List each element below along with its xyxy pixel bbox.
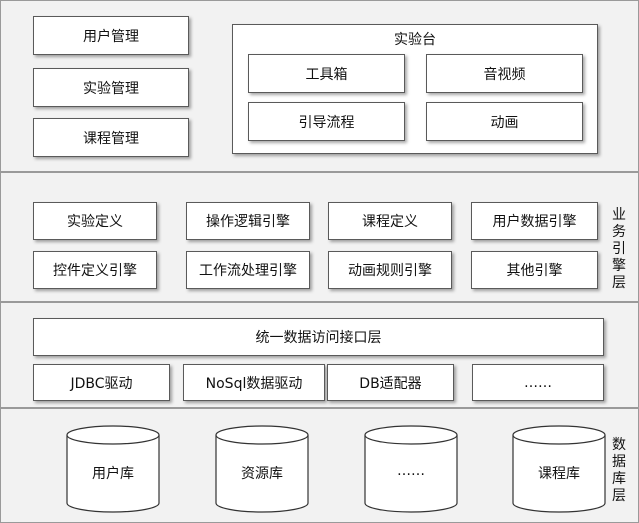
engine-label: 其他引擎 <box>506 263 563 279</box>
workbench-item-label: 工具箱 <box>305 66 348 83</box>
engine-operation-logic: 操作逻辑引擎 <box>186 202 310 240</box>
data-access-layer: 统一数据访问接口层 JDBC驱动 NoSql数据驱动 DB适配器 …… <box>0 302 639 408</box>
engine-label: 控件定义引擎 <box>53 263 137 279</box>
module-course-management: 课程管理 <box>33 118 189 157</box>
engine-label: 课程定义 <box>362 214 418 230</box>
engine-control-definition: 控件定义引擎 <box>33 251 157 289</box>
business-engine-layer: 实验定义 操作逻辑引擎 课程定义 用户数据引擎 控件定义引擎 工作流处理引擎 动… <box>0 172 639 302</box>
workbench-item-label: 动画 <box>490 114 519 131</box>
engine-animation-rules: 动画规则引擎 <box>328 251 452 289</box>
database-cylinder-icon <box>66 425 160 513</box>
driver-nosql: NoSql数据驱动 <box>183 364 325 401</box>
database-label: 用户库 <box>92 466 134 482</box>
module-label: 实验管理 <box>83 80 139 97</box>
engine-course-definition: 课程定义 <box>328 202 452 240</box>
database-label: 课程库 <box>538 466 580 482</box>
module-label: 课程管理 <box>83 130 139 147</box>
engine-label: 动画规则引擎 <box>348 263 432 279</box>
driver-more: …… <box>472 364 604 401</box>
workbench-item-label: 音视频 <box>483 66 526 83</box>
module-user-management: 用户管理 <box>33 16 189 55</box>
module-label: 用户管理 <box>83 28 139 45</box>
database-cylinder-icon <box>512 425 606 513</box>
driver-label: NoSql数据驱动 <box>205 375 303 392</box>
engine-label: 操作逻辑引擎 <box>206 214 290 230</box>
driver-db-adapter: DB适配器 <box>327 364 454 401</box>
driver-label: DB适配器 <box>359 375 422 392</box>
database-course: 课程库 <box>512 425 606 513</box>
engine-workflow-processing: 工作流处理引擎 <box>186 251 310 289</box>
workbench-item-animation: 动画 <box>426 102 583 141</box>
database-layer-label: 数据库层 <box>612 437 626 504</box>
database-cylinder-icon <box>215 425 309 513</box>
engine-label: 用户数据引擎 <box>492 214 577 230</box>
engine-label: 实验定义 <box>67 214 123 230</box>
engine-experiment-definition: 实验定义 <box>33 202 157 240</box>
workbench-frame: 实验台 工具箱 音视频 引导流程 动画 <box>232 24 598 154</box>
engine-layer-label: 业务引擎层 <box>612 207 626 291</box>
module-experiment-management: 实验管理 <box>33 68 189 107</box>
database-user: 用户库 <box>66 425 160 513</box>
driver-jdbc: JDBC驱动 <box>33 364 170 401</box>
application-layer: 用户管理 实验管理 课程管理 实验台 工具箱 音视频 引导流程 动画 <box>0 0 639 172</box>
workbench-item-label: 引导流程 <box>298 114 355 131</box>
workbench-item-guide-flow: 引导流程 <box>248 102 405 141</box>
engine-other: 其他引擎 <box>471 251 598 289</box>
unified-data-access-interface: 统一数据访问接口层 <box>33 318 604 356</box>
engine-user-data: 用户数据引擎 <box>471 202 598 240</box>
database-layer: 用户库 资源库 …… 课程库 数据库层 <box>0 408 639 523</box>
database-cylinder-icon <box>364 425 458 513</box>
workbench-item-toolbox: 工具箱 <box>248 54 405 93</box>
access-title: 统一数据访问接口层 <box>255 330 382 346</box>
database-label: 资源库 <box>241 466 283 482</box>
workbench-item-audio-video: 音视频 <box>426 54 583 93</box>
database-more: …… <box>364 425 458 513</box>
driver-label: JDBC驱动 <box>70 375 133 392</box>
workbench-title: 实验台 <box>394 32 436 48</box>
database-label: …… <box>397 463 425 479</box>
driver-label: …… <box>524 374 552 391</box>
database-resource: 资源库 <box>215 425 309 513</box>
engine-label: 工作流处理引擎 <box>199 263 297 279</box>
